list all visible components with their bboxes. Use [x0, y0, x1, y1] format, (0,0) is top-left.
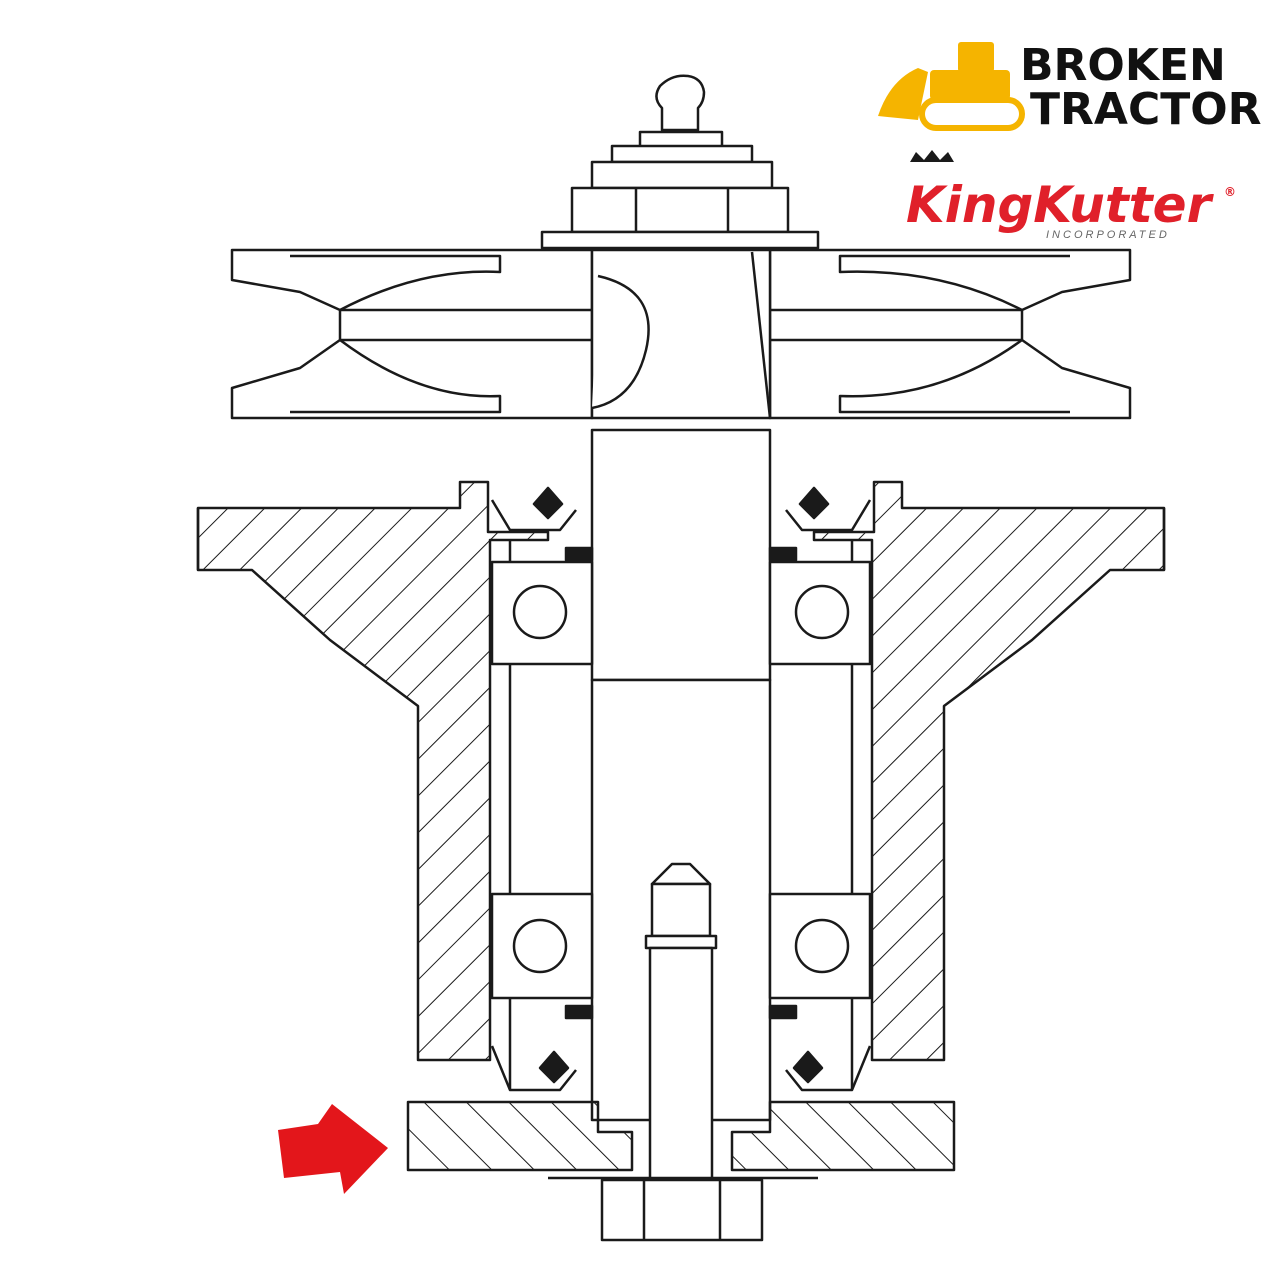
- brand-line-1: BROKEN: [1020, 40, 1226, 91]
- kingkutter-name: KingKutter: [906, 176, 1215, 234]
- top-hex-nut: [540, 186, 820, 250]
- lower-bearing: [490, 892, 872, 1020]
- bottom-cap: [406, 1100, 956, 1180]
- shaft-upper: [590, 248, 772, 420]
- broken-tractor-logo: BROKEN TRACTOR: [878, 40, 1262, 135]
- spindle-housing: [196, 480, 1166, 1062]
- crown-icon: [910, 150, 954, 162]
- spindle-shaft: [590, 428, 772, 1122]
- arrow-right-icon: [278, 1104, 388, 1194]
- bulldozer-icon: [878, 42, 1025, 131]
- lower-seal: [490, 1045, 872, 1092]
- brand-line-2: TRACTOR: [1030, 84, 1262, 135]
- registered-mark: ®: [1224, 185, 1236, 199]
- upper-bearing: [490, 546, 872, 666]
- kingkutter-tagline: INCORPORATED: [1046, 229, 1170, 241]
- grease-fitting: [590, 74, 774, 190]
- upper-seal: [490, 486, 872, 532]
- pulley: [230, 248, 1132, 420]
- bottom-hex-nut: [600, 1178, 764, 1242]
- kingkutter-logo: KingKutter ® INCORPORATED: [906, 150, 1236, 241]
